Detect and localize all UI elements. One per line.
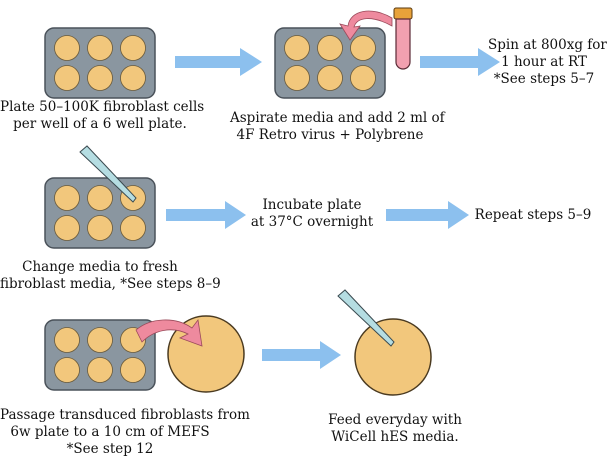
flow-arrow-icon — [420, 48, 500, 76]
pink-curved-arrow-icon — [339, 10, 393, 41]
flow-arrow-icon — [175, 48, 262, 76]
culture-tube-icon — [393, 7, 413, 70]
pipette-icon — [337, 289, 395, 347]
step-repeat-label: Repeat steps 5–9 — [474, 207, 592, 223]
flow-arrow-icon — [262, 341, 341, 369]
flow-arrow-icon — [386, 201, 469, 229]
culture-dish-icon — [354, 318, 432, 396]
pink-curved-arrow-icon — [135, 318, 203, 347]
six-well-plate-icon — [44, 177, 156, 249]
six-well-plate-icon — [44, 27, 156, 99]
pipette-icon — [79, 145, 137, 203]
six-well-plate-icon — [274, 27, 386, 99]
flow-arrow-icon — [166, 201, 246, 229]
